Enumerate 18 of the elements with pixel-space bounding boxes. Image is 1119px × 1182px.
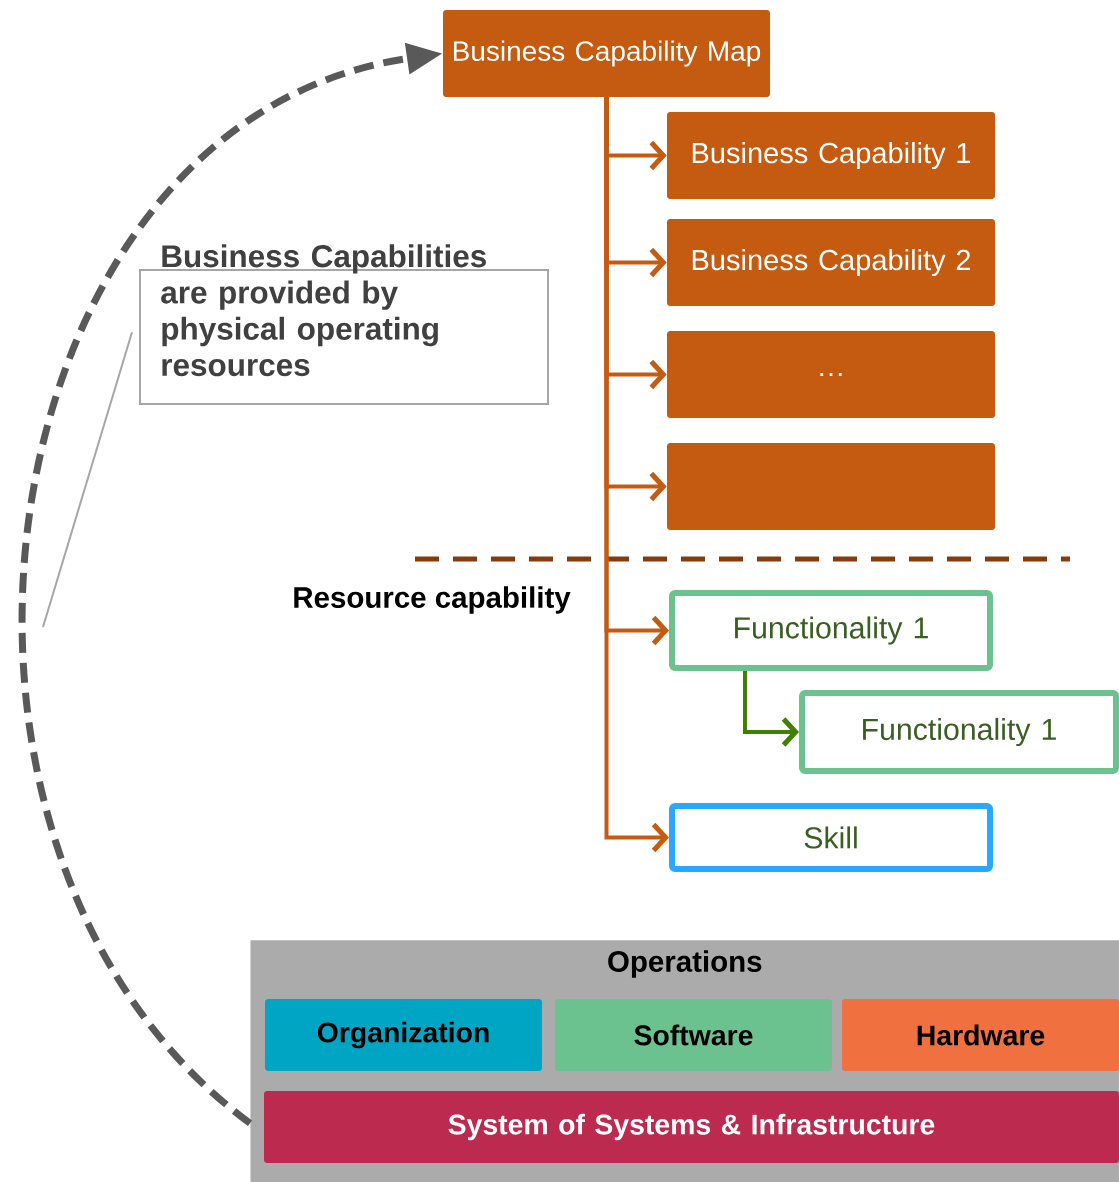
layer-box: System of Systems & Infrastructure [264,1091,1119,1163]
process-box: … [667,331,995,418]
process-box: Business Capability Map [443,10,770,97]
node-label: Business Capabilities [162,244,486,274]
process-box: Business Capability 1 [667,112,995,199]
leader-line [42,331,133,628]
category-box: Software [555,999,832,1071]
arrow [743,671,799,747]
category-box: Organization [265,999,542,1071]
process-box [667,443,995,530]
category-box: Hardware [842,999,1119,1071]
note-box: Business Capabilities are provided by physical operating resources [139,244,549,405]
process-box: Functionality 1 [669,590,993,671]
process-box: Skill [669,803,993,872]
section-label: Resource capability [294,586,571,614]
process-box: Functionality 1 [799,690,1119,774]
process-box: Business Capability 2 [667,219,995,306]
arrow [604,97,669,853]
